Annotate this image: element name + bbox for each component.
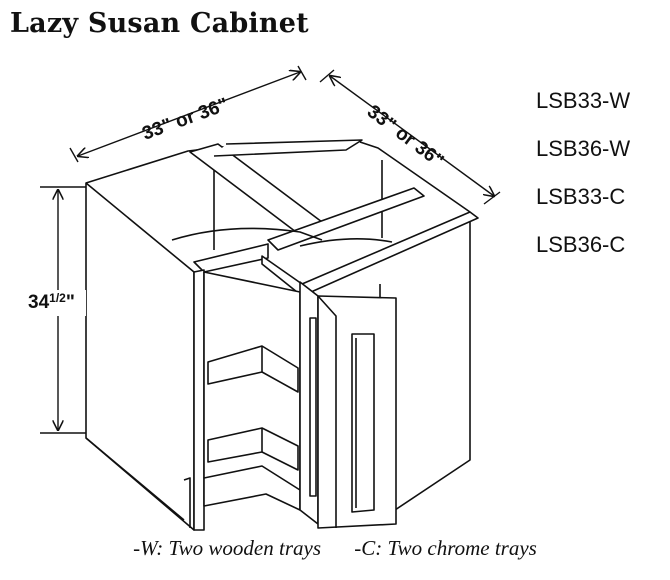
left-side-panel bbox=[85, 182, 195, 531]
cabinet-outline bbox=[85, 139, 479, 531]
model-number: LSB33-W bbox=[536, 88, 631, 113]
model-number: LSB36-W bbox=[536, 136, 631, 161]
wooden-tray-note: -W: Two wooden trays bbox=[133, 536, 321, 560]
model-number-list: LSB33-W LSB36-W LSB33-C LSB36-C bbox=[536, 88, 630, 280]
model-number: LSB36-C bbox=[536, 232, 626, 257]
dimension-width-left bbox=[69, 65, 307, 163]
diagonal-stretcher bbox=[189, 143, 323, 233]
width-left-label: 33" or 36" bbox=[140, 94, 232, 144]
width-right-label: 33" or 36" bbox=[363, 101, 447, 172]
page-title: Lazy Susan Cabinet bbox=[10, 8, 309, 39]
height-label: 341/2" bbox=[28, 291, 75, 313]
dimension-width-right bbox=[319, 69, 501, 205]
door-panel bbox=[351, 333, 375, 513]
chrome-tray-note: -C: Two chrome trays bbox=[354, 536, 537, 560]
model-number: LSB33-C bbox=[536, 184, 626, 209]
tray-legend: -W: Two wooden trays -C: Two chrome tray… bbox=[0, 536, 670, 561]
